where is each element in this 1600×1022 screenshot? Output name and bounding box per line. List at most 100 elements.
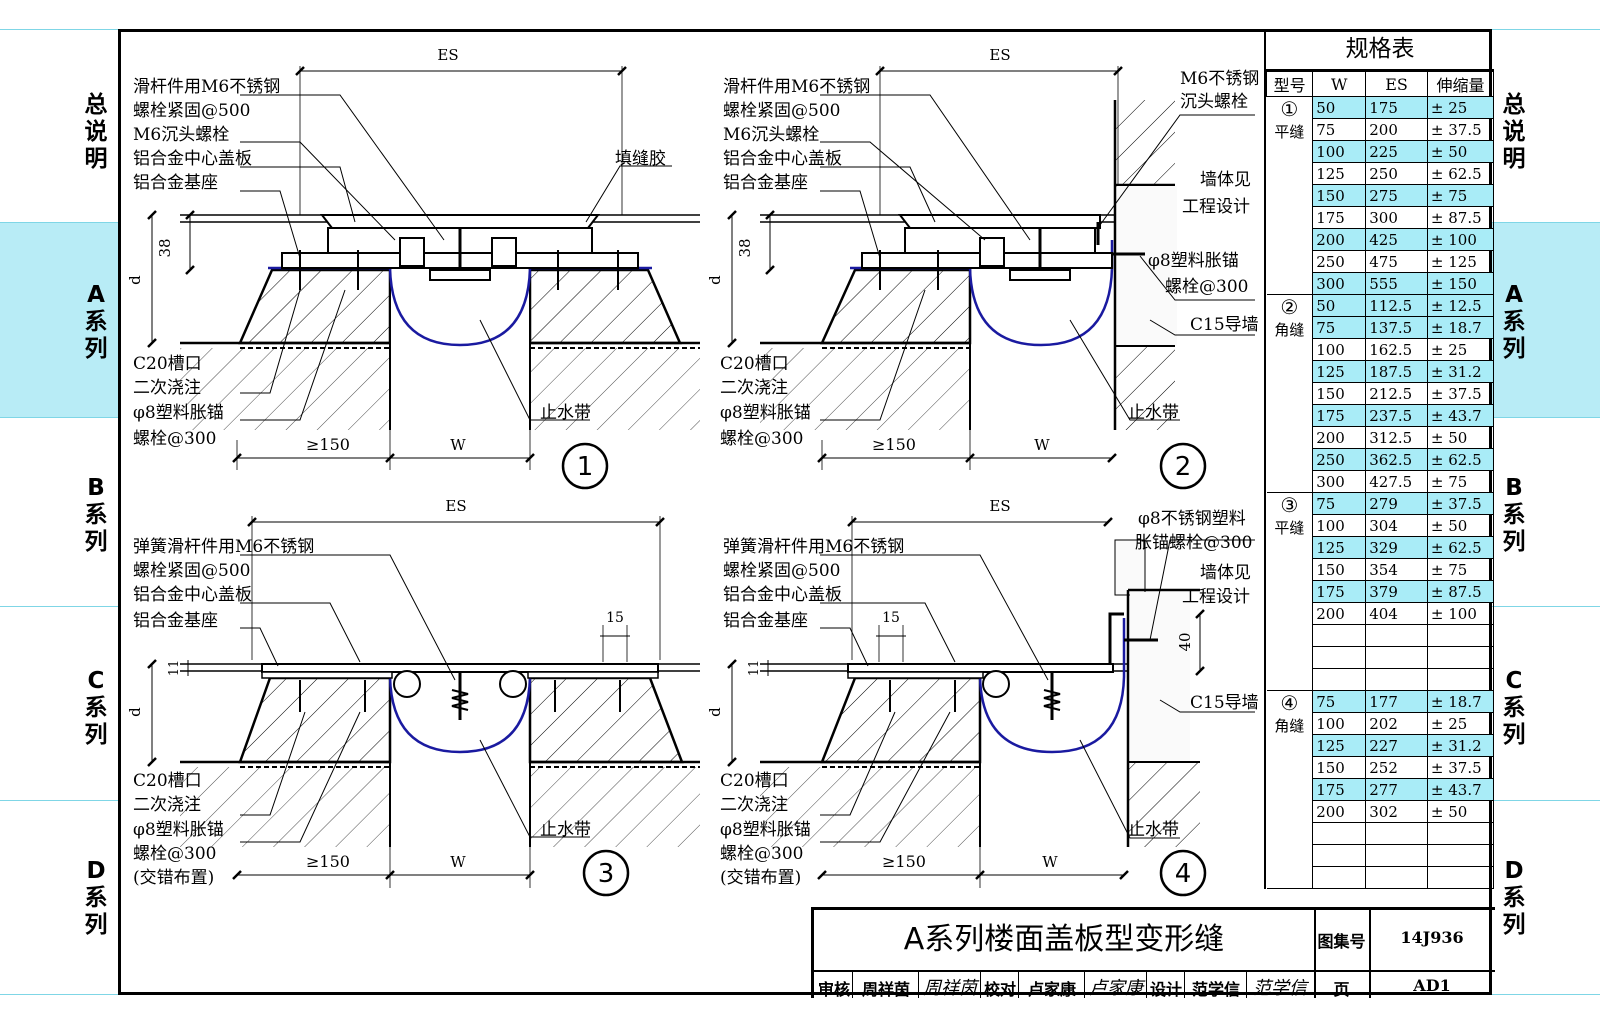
- label: 弹簧滑杆件用M6不锈钢: [133, 537, 314, 557]
- label: φ8塑料胀锚: [720, 820, 811, 840]
- spec-cell-exp: [1426, 822, 1495, 845]
- side-tab-a-left[interactable]: A系列: [84, 282, 108, 362]
- dim-ge150: ≥150: [882, 852, 926, 871]
- spec-cell-es: 312.5: [1365, 426, 1428, 449]
- spec-cell-w: 125: [1312, 734, 1367, 757]
- spec-cell-es: 250: [1365, 162, 1428, 185]
- spec-cell-exp: ± 50: [1426, 140, 1495, 163]
- spec-cell-w: 75: [1312, 118, 1367, 141]
- label: 铝合金中心盖板: [133, 149, 252, 169]
- spec-cell-w: [1312, 866, 1367, 889]
- side-tab-a-right[interactable]: A系列: [1502, 282, 1526, 362]
- spec-group-number: ①: [1280, 97, 1299, 121]
- label: C20槽口: [133, 354, 202, 374]
- designer-signature: 范学信: [1253, 978, 1307, 999]
- spec-cell-w: 200: [1312, 228, 1367, 251]
- table-row: [1267, 866, 1495, 889]
- side-tab-b-right[interactable]: B系列: [1502, 475, 1526, 555]
- spec-cell-es: 202: [1365, 712, 1428, 735]
- spec-cell-exp: ± 12.5: [1426, 294, 1495, 317]
- spec-cell-w: 200: [1312, 426, 1367, 449]
- spec-group-number: ④: [1280, 691, 1299, 715]
- spec-cell-w: [1312, 646, 1367, 669]
- detail-1-number-circle: [561, 442, 609, 490]
- dim-w: W: [450, 436, 466, 454]
- label: 铝合金基座: [133, 173, 218, 193]
- spec-cell-exp: ± 43.7: [1426, 778, 1495, 801]
- spec-cell-exp: ± 62.5: [1426, 162, 1495, 185]
- spec-cell-exp: ± 87.5: [1426, 206, 1495, 229]
- side-tab-b-left[interactable]: B系列: [84, 475, 108, 555]
- header-cell: ES: [1365, 71, 1428, 97]
- spec-cell-exp: ± 25: [1426, 96, 1495, 119]
- spec-cell-es: 162.5: [1365, 338, 1428, 361]
- label: 螺栓@300: [133, 429, 216, 449]
- side-tab-general-right[interactable]: 总说明: [1502, 92, 1526, 172]
- label: φ8塑料胀锚: [133, 403, 224, 423]
- header-cell: 型号: [1265, 71, 1314, 97]
- spec-cell-w: 175: [1312, 580, 1367, 603]
- label: 螺栓@300: [720, 429, 803, 449]
- spec-cell-exp: ± 37.5: [1426, 382, 1495, 405]
- label: 螺栓@300: [133, 844, 216, 864]
- label: 螺栓紧固@500: [133, 561, 250, 581]
- spec-cell-es: [1365, 822, 1428, 845]
- spec-cell-w: 125: [1312, 360, 1367, 383]
- spec-cell-w: 300: [1312, 272, 1367, 295]
- spec-cell-w: 100: [1312, 514, 1367, 537]
- spec-cell-es: 237.5: [1365, 404, 1428, 427]
- label: 工程设计: [1182, 587, 1250, 607]
- spec-cell-es: 475: [1365, 250, 1428, 273]
- label: 螺栓紧固@500: [133, 101, 250, 121]
- dim-ge150: ≥150: [872, 435, 916, 454]
- spec-cell-exp: ± 18.7: [1426, 316, 1495, 339]
- side-tab-d-right[interactable]: D系列: [1502, 858, 1526, 938]
- spec-cell-exp: [1426, 624, 1495, 647]
- dim-w: W: [1042, 853, 1058, 871]
- spec-cell-es: 304: [1365, 514, 1428, 537]
- spec-cell-w: 125: [1312, 162, 1367, 185]
- label: φ8塑料胀锚: [1148, 251, 1239, 271]
- spec-cell-es: 404: [1365, 602, 1428, 625]
- label: 螺栓@300: [1165, 277, 1248, 297]
- spec-cell-exp: ± 100: [1426, 228, 1495, 251]
- dim-40: 40: [1176, 632, 1194, 651]
- spec-group-number: ②: [1280, 295, 1299, 319]
- atlas-label: 图集号: [1317, 932, 1366, 951]
- label: M6不锈钢: [1180, 69, 1259, 89]
- dim-es: ES: [445, 497, 466, 515]
- side-tab-general-left[interactable]: 总说明: [84, 92, 108, 172]
- label: 胀锚螺栓@300: [1135, 533, 1252, 553]
- side-tab-c-right[interactable]: C系列: [1502, 668, 1526, 748]
- label: φ8塑料胀锚: [720, 403, 811, 423]
- spec-cell-exp: ± 150: [1426, 272, 1495, 295]
- spec-cell-exp: [1426, 668, 1495, 691]
- label: φ8不锈钢塑料: [1138, 509, 1246, 529]
- label: 墙体见: [1200, 170, 1251, 190]
- side-tab-c-left[interactable]: C系列: [84, 668, 108, 748]
- spec-cell-w: 100: [1312, 338, 1367, 361]
- spec-group-name: 平缝: [1274, 519, 1305, 537]
- spec-cell-exp: ± 100: [1426, 602, 1495, 625]
- spec-cell-es: 112.5: [1365, 294, 1428, 317]
- spec-cell-exp: ± 37.5: [1426, 118, 1495, 141]
- label: 铝合金中心盖板: [723, 149, 842, 169]
- detail-4: [727, 516, 1255, 897]
- spec-cell-exp: ± 43.7: [1426, 404, 1495, 427]
- spec-cell-w: [1312, 624, 1367, 647]
- spec-cell-exp: [1426, 866, 1495, 889]
- spec-cell-w: 50: [1312, 294, 1367, 317]
- side-tab-d-left[interactable]: D系列: [84, 858, 108, 938]
